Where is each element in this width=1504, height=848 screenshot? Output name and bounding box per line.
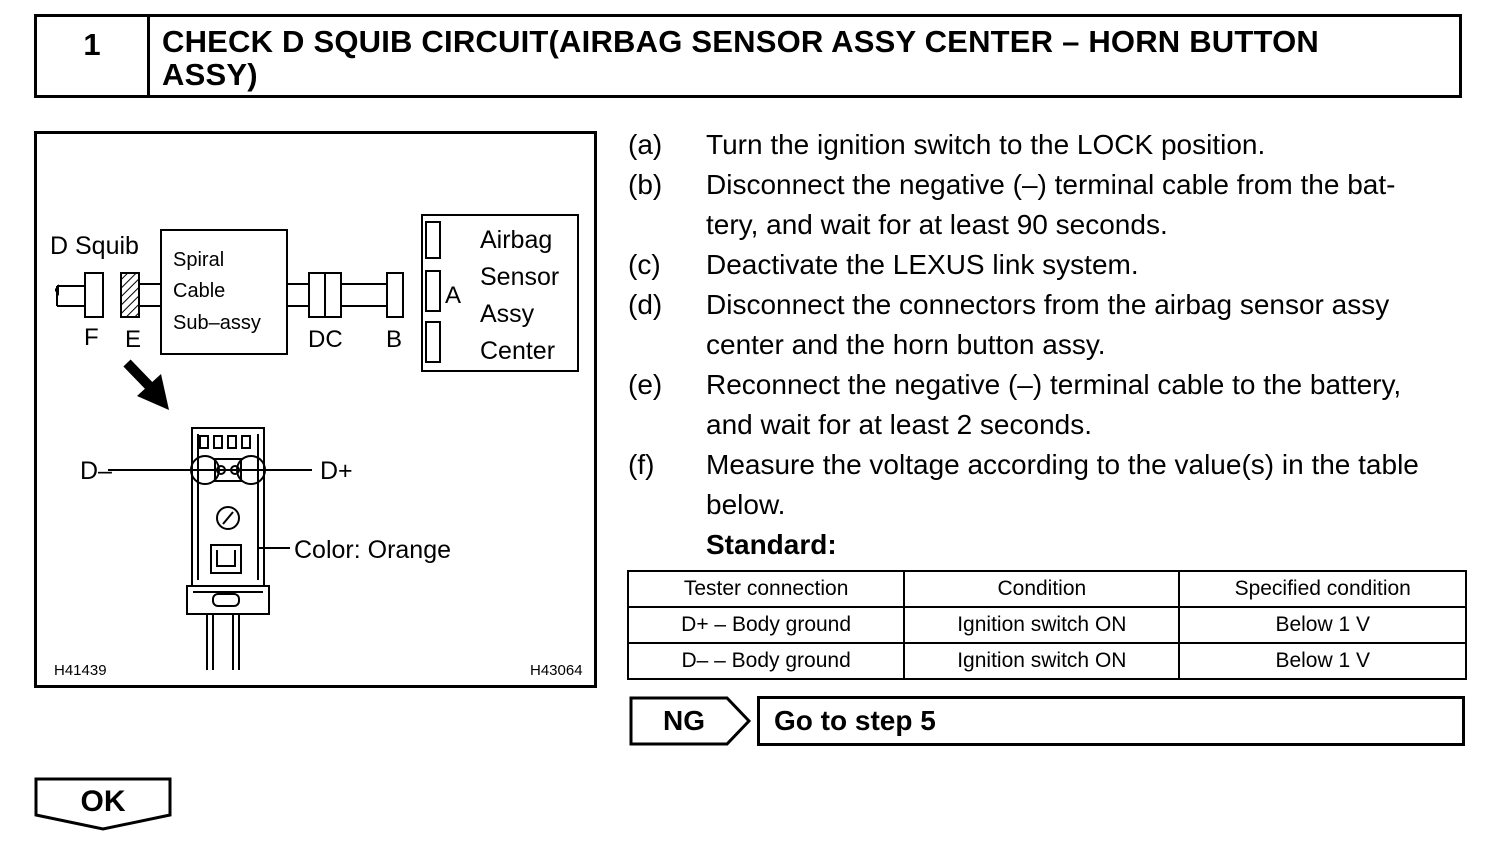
step-d: (d) Disconnect the connectors from the a… [628,285,1470,365]
step-f-label: (f) [628,449,655,480]
connector-dc [308,272,342,318]
arrow-icon [123,359,169,410]
step-b-text-2: tery, and wait for at least 90 seconds. [706,209,1168,240]
figure-code-right: H43064 [530,662,583,679]
step-e: (e) Reconnect the negative (–) terminal … [628,365,1470,445]
step-f-text-2: below. [706,489,786,520]
step-d-text-1: Disconnect the connectors from the airba… [706,289,1390,320]
connector-f-label: F [84,324,99,351]
table-row: D+ – Body ground Ignition switch ON Belo… [626,606,1467,644]
figure-code-left: H41439 [54,662,107,679]
step-c-text: Deactivate the LEXUS link system. [706,249,1139,280]
ok-arrow-shape [34,777,172,831]
step-a-text: Turn the ignition switch to the LOCK pos… [706,129,1266,160]
airbag-sensor-box [421,214,579,372]
step-f-text-1: Measure the voltage according to the val… [706,449,1419,480]
airbag-label-1: Airbag [480,226,552,254]
step-c-label: (c) [628,249,661,280]
table-header-row: Tester connection Condition Specified co… [626,570,1467,608]
standard-label: Standard: [706,529,837,560]
step-c: (c) Deactivate the LEXUS link system. [628,245,1470,285]
airbag-label-3: Assy [480,300,535,328]
d-squib-label: D Squib [50,232,139,260]
step-e-label: (e) [628,369,663,400]
sensor-pin-1 [425,221,441,259]
d-minus-label: D– [80,457,112,485]
step-b: (b) Disconnect the negative (–) terminal… [628,165,1470,245]
table-cell: Ignition switch ON [903,642,1181,680]
connector-e-label: E [125,326,141,353]
sensor-pin-3 [425,321,441,363]
ng-button[interactable]: NG [629,696,752,746]
col-header-condition: Condition [903,570,1181,608]
col-header-tester: Tester connection [626,570,906,608]
airbag-label-2: Sensor [480,263,559,291]
procedure-steps: (a) Turn the ignition switch to the LOCK… [628,125,1470,565]
ng-label: NG [663,705,705,736]
step-a: (a) Turn the ignition switch to the LOCK… [628,125,1470,165]
spiral-cable-box [160,229,288,355]
spiral-label-2: Cable [173,280,225,302]
step-header: 1 CHECK D SQUIB CIRCUIT(AIRBAG SENSOR AS… [34,14,1462,98]
table-cell: Below 1 V [1178,642,1467,680]
connector-e-hatched [120,272,140,318]
step-d-label: (d) [628,289,663,320]
connector-closeup [186,427,270,670]
step-f: (f) Measure the voltage according to the… [628,445,1470,525]
table-row: D– – Body ground Ignition switch ON Belo… [626,642,1467,680]
spec-table: Tester connection Condition Specified co… [626,570,1467,680]
sensor-pin-2 [425,270,441,312]
step-title: CHECK D SQUIB CIRCUIT(AIRBAG SENSOR ASSY… [150,17,1459,95]
step-d-text-2: center and the horn button assy. [706,329,1106,360]
spiral-label-3: Sub–assy [173,312,261,334]
ng-arrow-shape [629,696,752,746]
col-header-specified: Specified condition [1178,570,1467,608]
connector-a-label: A [445,282,461,309]
ok-button[interactable]: OK [34,777,172,831]
step-number: 1 [37,17,150,95]
connector-b [386,272,404,318]
d-plus-label: D+ [320,457,353,485]
wiring-diagram: Spiral Cable Sub–assy Airbag Sensor Assy… [50,214,583,679]
goto-step-box[interactable]: Go to step 5 [757,696,1465,746]
step-b-label: (b) [628,169,663,200]
table-cell: Ignition switch ON [903,606,1181,644]
airbag-label-4: Center [480,337,555,365]
step-e-text-1: Reconnect the negative (–) terminal cabl… [706,369,1402,400]
color-label: Color: Orange [294,536,451,564]
step-a-label: (a) [628,129,663,160]
connector-dc-label: DC [308,326,343,353]
d-squib-connector [55,272,104,318]
table-cell: Below 1 V [1178,606,1467,644]
ok-label: OK [80,785,126,818]
step-b-text-1: Disconnect the negative (–) terminal cab… [706,169,1396,200]
step-e-text-2: and wait for at least 2 seconds. [706,409,1092,440]
step-title-line-2: ASSY) [162,57,258,92]
table-cell: D+ – Body ground [626,606,906,644]
table-cell: D– – Body ground [626,642,906,680]
connector-b-label: B [386,326,402,353]
wiring-figure: Spiral Cable Sub–assy Airbag Sensor Assy… [34,131,597,688]
step-title-line-1: CHECK D SQUIB CIRCUIT(AIRBAG SENSOR ASSY… [162,24,1319,59]
spiral-label-1: Spiral [173,249,224,271]
